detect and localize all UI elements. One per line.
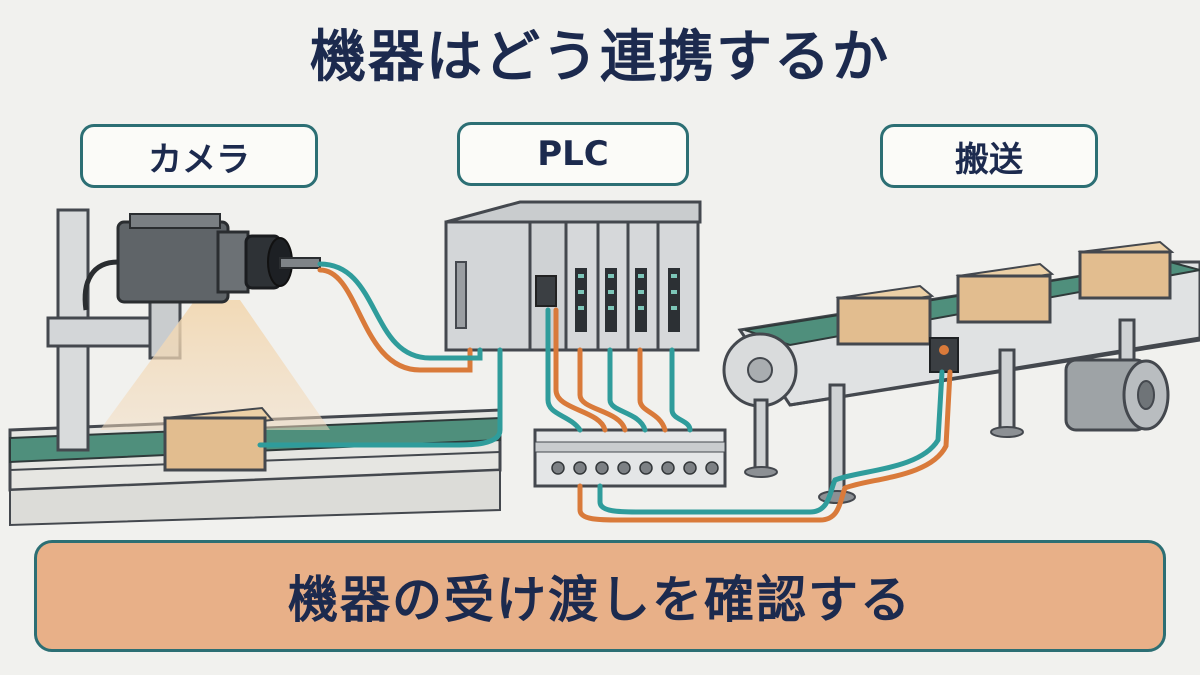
terminal-block-icon	[533, 428, 727, 488]
page-title: 機器はどう連携するか	[310, 25, 890, 90]
camera-label: カメラ	[80, 124, 318, 188]
plc-label: PLC	[457, 122, 689, 186]
bottom-banner: 機器の受け渡しを確認する	[34, 540, 1166, 652]
cardboard-box-icon	[835, 240, 1175, 346]
cables	[257, 261, 953, 523]
plc-rack-icon	[444, 200, 702, 352]
conveyor-label: 搬送	[880, 124, 1098, 188]
cardboard-box-icon	[163, 406, 274, 472]
camera-icon	[82, 213, 321, 311]
sensor-icon	[929, 337, 959, 373]
light-beam	[100, 300, 330, 430]
motor-icon	[1064, 358, 1170, 432]
